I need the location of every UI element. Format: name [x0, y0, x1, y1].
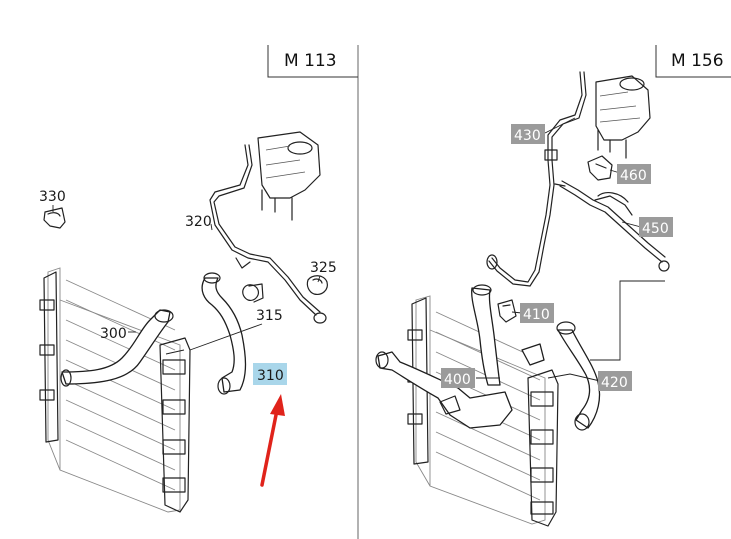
hose-420: [556, 321, 601, 431]
hose-300: [60, 309, 174, 387]
line-430: [486, 71, 587, 287]
callout-325: 325: [310, 260, 337, 276]
callout-460-box: 460: [617, 164, 651, 184]
callout-420: 420: [601, 375, 628, 391]
callout-330: 330: [39, 189, 66, 205]
callout-430-box: 430: [511, 124, 545, 144]
callout-320: 320: [185, 214, 212, 230]
callout-400: 400: [444, 372, 471, 388]
callout-315: 315: [256, 308, 283, 324]
clamp-410: [497, 299, 517, 323]
left-panel-title-box: M 113: [267, 45, 358, 78]
right-panel-title-box: M 156: [655, 45, 731, 78]
callout-300: 300: [100, 326, 127, 342]
callout-430: 430: [514, 128, 541, 144]
callout-410-box: 410: [520, 303, 554, 323]
callout-310: 310: [257, 368, 284, 384]
sensor-460: [587, 155, 613, 181]
hose-310: [201, 272, 247, 395]
callout-420-box: 420: [598, 371, 632, 391]
expansion-tank-left: [257, 131, 321, 221]
radiator-left: [39, 267, 191, 513]
clamp-315: [242, 283, 264, 303]
callout-450-box: 450: [639, 217, 673, 237]
expansion-tank-right: [595, 75, 651, 159]
clip-330: [43, 207, 66, 229]
callout-310-box: 310: [253, 363, 287, 385]
callout-400-box: 400: [441, 368, 475, 388]
callout-410: 410: [523, 307, 550, 323]
hose-400: [375, 284, 545, 429]
line-320: [209, 144, 327, 324]
callout-460: 460: [620, 168, 647, 184]
bracket-325: [306, 275, 328, 295]
right-panel-title: M 156: [671, 51, 724, 71]
callout-450: 450: [642, 221, 669, 237]
left-panel-title: M 113: [284, 51, 337, 71]
leader-lines-left: [52, 205, 321, 355]
red-arrow: [260, 394, 285, 487]
line-450: [559, 180, 670, 272]
